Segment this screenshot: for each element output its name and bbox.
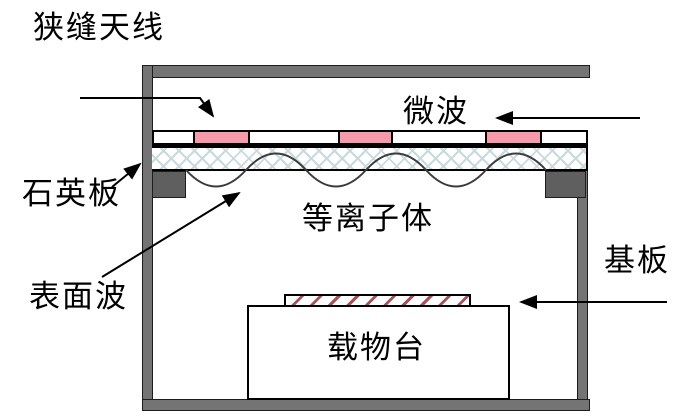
label-plasma: 等离子体 [302, 201, 434, 236]
antenna-slot-3 [485, 130, 542, 145]
quartz-support-right [545, 171, 586, 198]
label-stage: 载物台 [327, 330, 426, 365]
chamber-top-plate [142, 65, 590, 78]
label-substrate: 基板 [604, 243, 670, 278]
chamber-left-wall [142, 65, 153, 411]
label-quartz-plate: 石英板 [22, 176, 121, 211]
label-microwave: 微波 [403, 94, 469, 129]
chamber-bottom-plate [142, 399, 590, 411]
label-slot-antenna: 狭缝天线 [33, 10, 165, 45]
antenna-plate-underside [152, 144, 588, 148]
stage-box [247, 305, 510, 400]
quartz-support-left [152, 171, 186, 198]
chamber-right-wall [577, 170, 588, 411]
label-surface-wave: 表面波 [29, 279, 128, 314]
surface-wave-leader-arrow [101, 191, 241, 278]
quartz-plate [152, 148, 588, 171]
antenna-slot-2 [338, 130, 393, 145]
antenna-slot-1 [193, 130, 250, 145]
substrate-wafer [284, 294, 471, 307]
